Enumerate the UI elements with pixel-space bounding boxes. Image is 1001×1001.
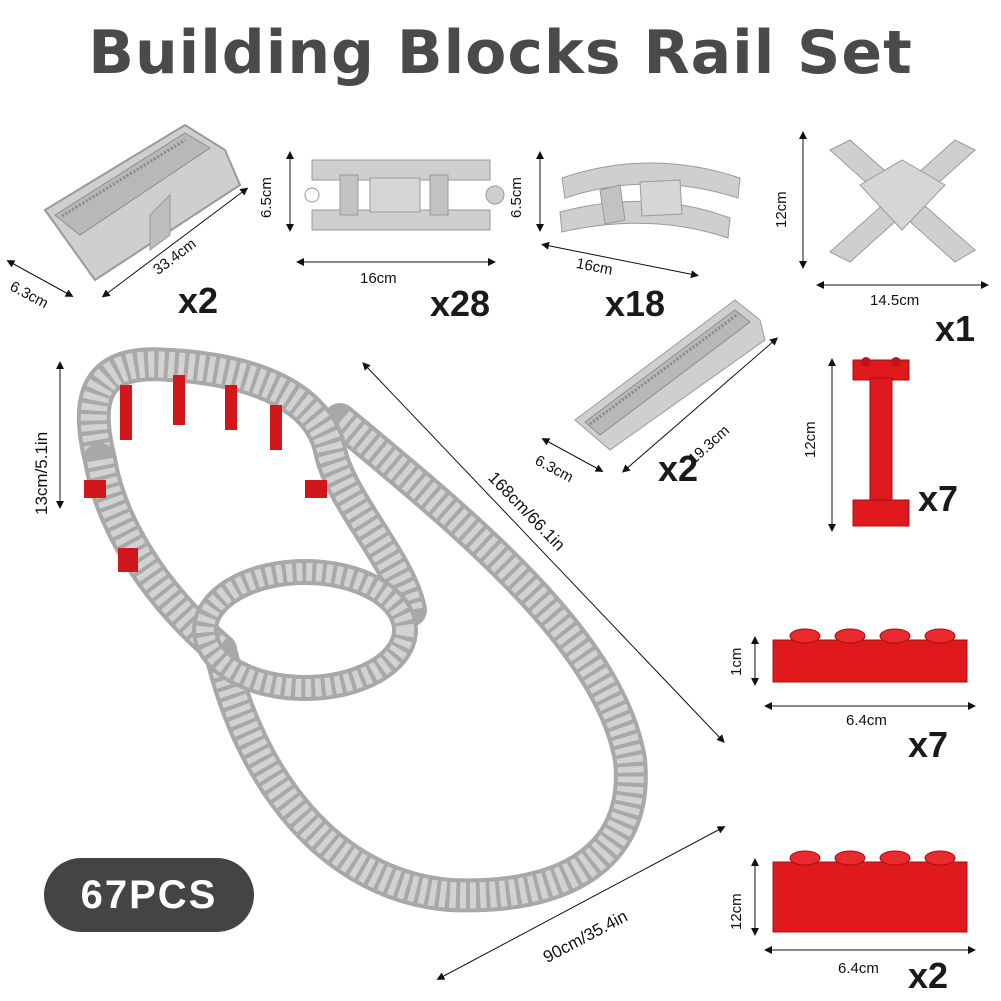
brick-tall-length-label: 6.4cm [838, 960, 879, 977]
ramp-large-qty: x2 [178, 280, 219, 321]
brick-tall-qty: x2 [908, 955, 949, 996]
pillar-height-label: 12cm [802, 421, 819, 458]
pillar-qty: x7 [918, 478, 959, 519]
crossing-piece [829, 139, 976, 263]
brick-flat-height-label: 1cm [728, 647, 745, 676]
pillar-piece [852, 357, 910, 527]
straight-height-label: 6.5cm [258, 177, 275, 218]
ramp-small-qty: x2 [658, 448, 699, 489]
brick-flat-length-label: 6.4cm [846, 712, 887, 729]
straight-length-label: 16cm [360, 270, 397, 287]
straight-piece [304, 159, 505, 231]
crossing-height-label: 12cm [773, 191, 790, 228]
page-title: Building Blocks Rail Set [88, 18, 913, 88]
brick-tall-piece [772, 850, 968, 933]
layout-height-label: 13cm/5.1in [32, 431, 51, 515]
curve-height-label: 6.5cm [508, 177, 525, 218]
crossing-length-label: 14.5cm [870, 292, 920, 309]
straight-qty: x28 [430, 283, 491, 324]
curve-qty: x18 [605, 283, 666, 324]
crossing-qty: x1 [935, 308, 976, 349]
assembled-track-layout [76, 347, 648, 913]
piece-count-badge: 67PCS [44, 858, 254, 932]
brick-tall-height-label: 12cm [728, 893, 745, 930]
curve-piece [559, 162, 741, 239]
ramp-small-piece [574, 299, 766, 451]
brick-flat-qty: x7 [908, 724, 949, 765]
brick-flat-piece [772, 628, 968, 683]
ramp-large-piece [43, 123, 242, 282]
